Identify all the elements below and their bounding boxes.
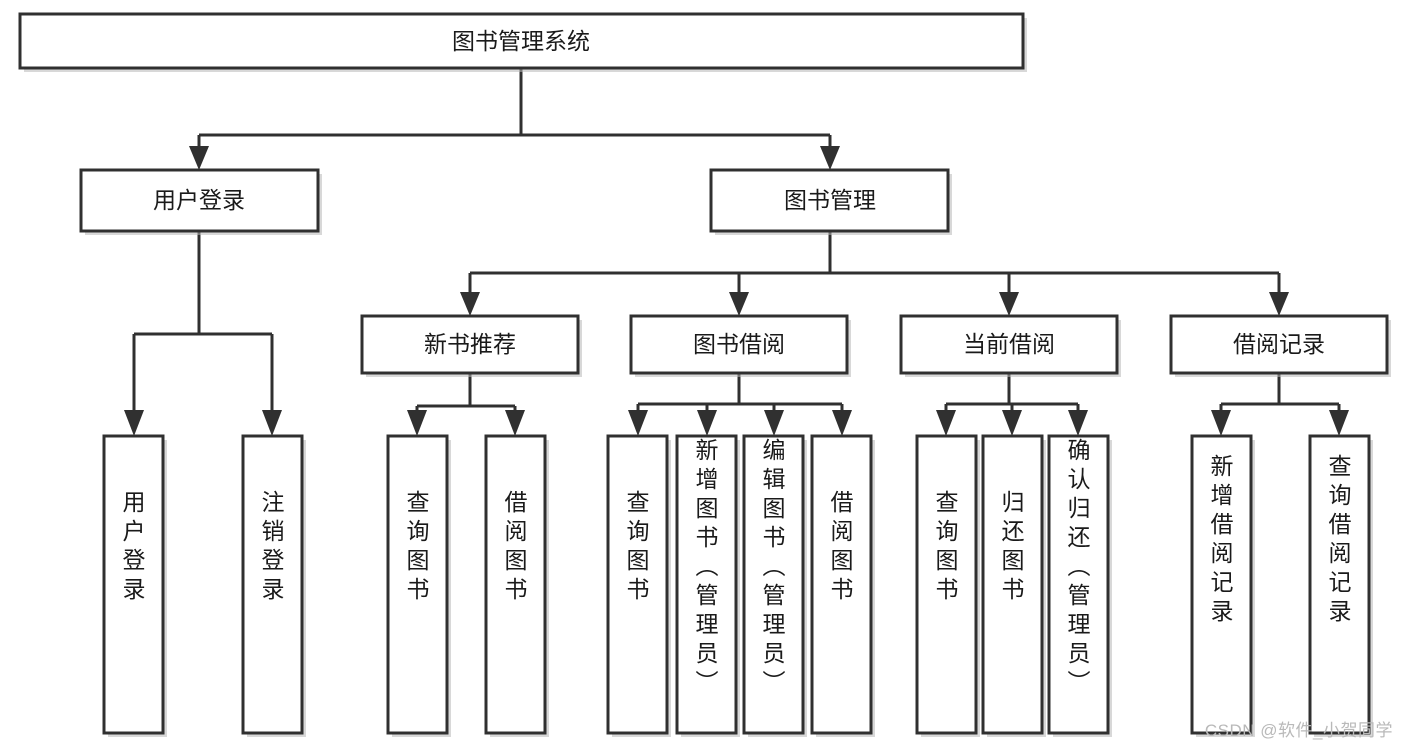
leaf-user-login-label: 用户登录 <box>123 489 146 602</box>
leaf-add-record-box <box>1190 434 1253 735</box>
node-new-book-recommend-label: 新书推荐 <box>424 331 516 357</box>
leaf-query-record-box <box>1308 434 1371 735</box>
node-book-management-box <box>709 168 950 233</box>
node-new-book-recommend[interactable]: 新书推荐 <box>360 314 582 377</box>
leaf-edit-book-label: 编辑图书︵管理员︶ <box>763 437 786 695</box>
leaf-edit-book[interactable]: 编辑图书︵管理员︶ <box>742 434 807 737</box>
leaf-logout-login-label: 注销登录 <box>262 489 285 602</box>
arrow-head-leaf-logout-login <box>262 410 282 436</box>
node-book-borrow[interactable]: 图书借阅 <box>629 314 851 377</box>
node-root-label: 图书管理系统 <box>452 28 590 54</box>
leaf-add-book-label: 新增图书︵管理员︶ <box>696 437 719 695</box>
leaf-query-book-3[interactable]: 查询图书 <box>915 434 980 737</box>
leaf-add-record-label: 新增借阅记录 <box>1211 453 1234 624</box>
arrow-head-leaf-user-login <box>124 410 144 436</box>
leaf-borrow-book-2[interactable]: 借阅图书 <box>810 434 875 737</box>
node-borrow-record-label: 借阅记录 <box>1233 331 1325 357</box>
leaf-confirm-return-label: 确认归还︵管理员︶ <box>1068 437 1091 695</box>
node-current-borrow-box <box>899 314 1119 375</box>
arrow-head-leaf-return-book <box>1002 410 1022 436</box>
leaf-borrow-book-1-label: 借阅图书 <box>505 489 528 602</box>
arrow-head-leaf-add-record <box>1211 410 1231 436</box>
node-current-borrow-label: 当前借阅 <box>963 331 1055 357</box>
leaf-add-book[interactable]: 新增图书︵管理员︶ <box>675 434 740 737</box>
arrow-head-leaf-borrow-book-1 <box>505 410 525 436</box>
node-book-borrow-box <box>629 314 849 375</box>
arrow-head-book-management <box>820 146 840 170</box>
node-book-management-label: 图书管理 <box>784 187 876 213</box>
arrow-head-leaf-query-book-3 <box>936 410 956 436</box>
node-current-borrow[interactable]: 当前借阅 <box>899 314 1121 377</box>
leaf-query-book-2[interactable]: 查询图书 <box>606 434 671 737</box>
arrow-head-leaf-add-book <box>697 410 717 436</box>
arrow-head-new-book-recommend <box>460 292 480 316</box>
leaf-add-book-box <box>675 434 738 735</box>
node-user-login[interactable]: 用户登录 <box>79 168 322 235</box>
leaf-query-book-2-box <box>606 434 669 735</box>
leaf-return-book[interactable]: 归还图书 <box>981 434 1046 737</box>
node-root-box <box>18 12 1025 70</box>
arrow-head-leaf-edit-book <box>764 410 784 436</box>
leaf-borrow-book-2-label: 借阅图书 <box>831 489 854 602</box>
arrow-head-leaf-query-record <box>1329 410 1349 436</box>
leaf-confirm-return[interactable]: 确认归还︵管理员︶ <box>1047 434 1112 737</box>
leaf-user-login[interactable]: 用户登录 <box>102 434 167 737</box>
leaf-confirm-return-box <box>1047 434 1110 735</box>
leaf-borrow-book-1[interactable]: 借阅图书 <box>484 434 549 737</box>
arrow-head-leaf-borrow-book-2 <box>832 410 852 436</box>
node-user-login-label: 用户登录 <box>153 187 245 213</box>
leaf-logout-login-box <box>241 434 304 735</box>
arrow-head-user-login <box>189 146 209 170</box>
arrow-head-leaf-query-book-2 <box>628 410 648 436</box>
arrow-head-borrow-record <box>1269 292 1289 316</box>
csdn-watermark: CSDN @软件_小贺同学 <box>1204 721 1393 740</box>
leaf-query-book-3-label: 查询图书 <box>936 489 959 602</box>
leaf-query-book-3-box <box>915 434 978 735</box>
leaf-edit-book-box <box>742 434 805 735</box>
node-root[interactable]: 图书管理系统 <box>18 12 1027 72</box>
arrow-head-book-borrow <box>729 292 749 316</box>
node-user-login-box <box>79 168 320 233</box>
leaf-query-book-1[interactable]: 查询图书 <box>386 434 451 737</box>
leaf-query-book-1-label: 查询图书 <box>407 489 430 602</box>
leaf-query-record-label: 查询借阅记录 <box>1329 453 1352 624</box>
leaf-query-record[interactable]: 查询借阅记录 <box>1308 434 1373 737</box>
leaf-borrow-book-2-box <box>810 434 873 735</box>
leaf-borrow-book-1-box <box>484 434 547 735</box>
arrow-head-leaf-query-book-1 <box>407 410 427 436</box>
leaf-query-book-1-box <box>386 434 449 735</box>
node-borrow-record-box <box>1169 314 1389 375</box>
leaf-return-book-label: 归还图书 <box>1002 489 1025 602</box>
leaf-logout-login[interactable]: 注销登录 <box>241 434 306 737</box>
node-new-book-recommend-box <box>360 314 580 375</box>
node-book-borrow-label: 图书借阅 <box>693 331 785 357</box>
leaf-query-book-2-label: 查询图书 <box>627 489 650 602</box>
leaf-add-record[interactable]: 新增借阅记录 <box>1190 434 1255 737</box>
node-book-management[interactable]: 图书管理 <box>709 168 952 235</box>
leaf-return-book-box <box>981 434 1044 735</box>
node-borrow-record[interactable]: 借阅记录 <box>1169 314 1391 377</box>
arrow-head-current-borrow <box>999 292 1019 316</box>
connector-layer <box>124 68 1349 436</box>
arrow-head-leaf-confirm-return <box>1068 410 1088 436</box>
leaf-user-login-box <box>102 434 165 735</box>
